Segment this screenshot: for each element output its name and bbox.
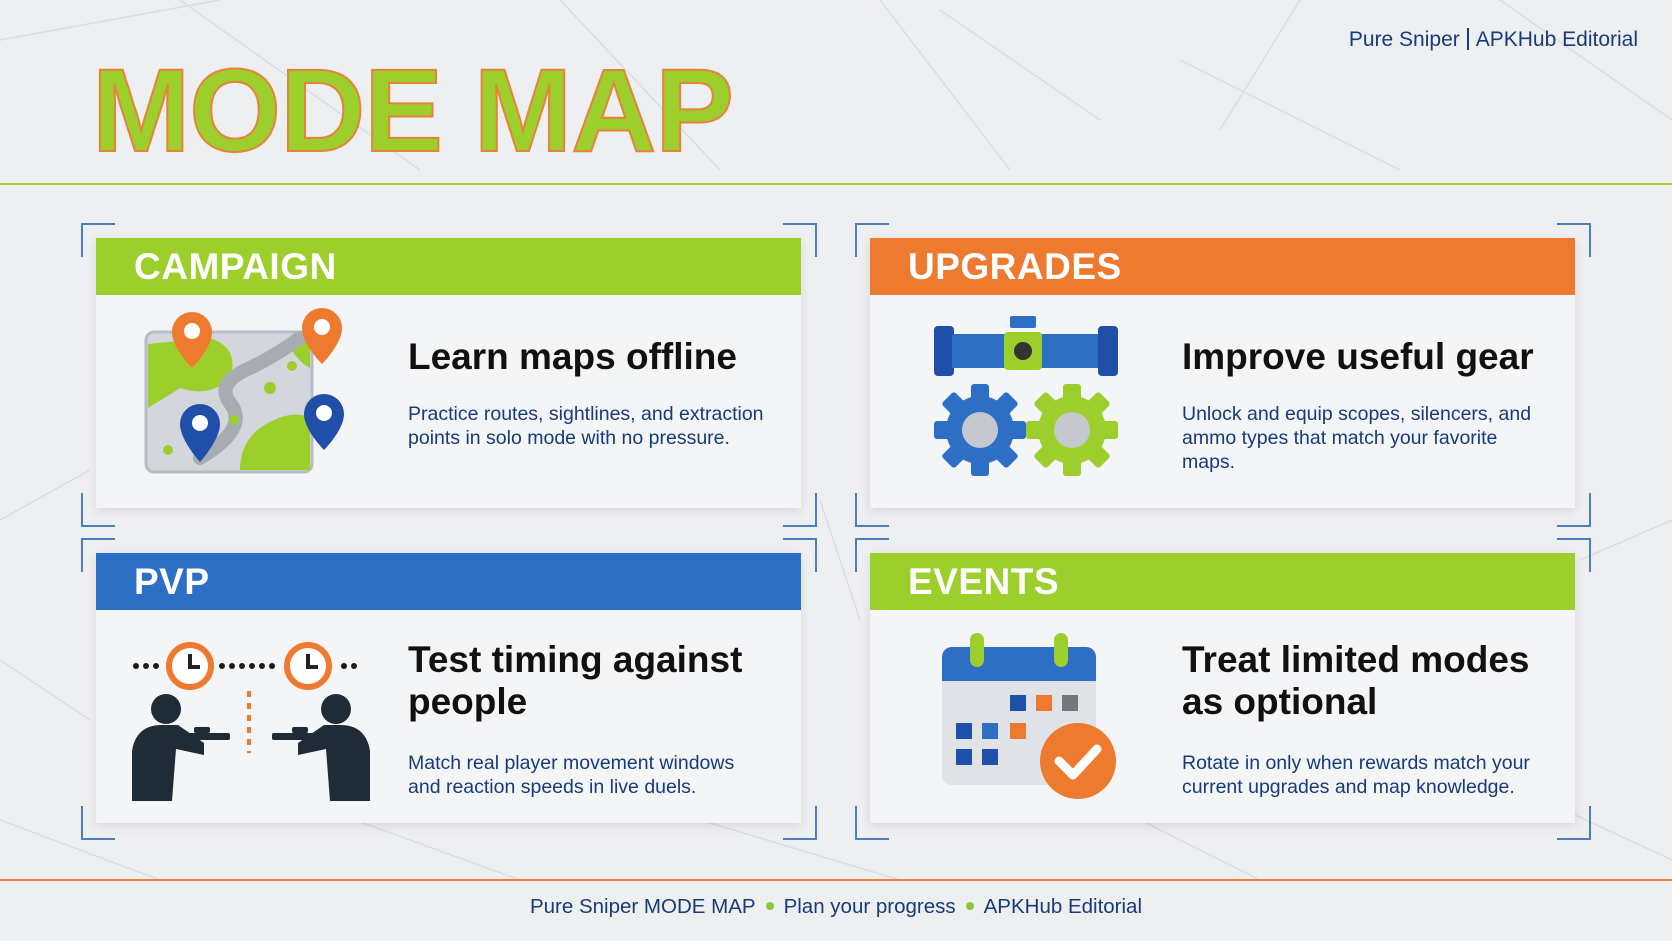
brand-name: Pure Sniper: [1348, 28, 1460, 51]
card-description-campaign: Practice routes, sightlines, and extract…: [408, 403, 764, 449]
calendar-check-icon: [942, 633, 1116, 799]
card-headline-events: Treat limited modes as optional: [1182, 639, 1530, 722]
footer-publisher: APKHub Editorial: [983, 895, 1143, 918]
scope-gears-icon: [934, 316, 1118, 476]
card-pvp: PVP Test timing against people Match rea…: [96, 553, 801, 823]
card-upgrades: UPGRADES I: [870, 238, 1575, 508]
duel-timers-icon: [132, 642, 370, 801]
brand-separator: [1466, 28, 1469, 50]
footer-dot: [965, 902, 974, 910]
footer-dot: [765, 902, 774, 910]
publisher-name: APKHub Editorial: [1475, 28, 1638, 51]
card-events: EVENTS Treat limited modes as optional R…: [870, 553, 1575, 823]
card-label-campaign: CAMPAIGN: [96, 238, 801, 295]
card-label-upgrades: UPGRADES: [870, 238, 1575, 295]
card-campaign: CAMPAIGN Learn maps offline Practice rou…: [96, 238, 801, 508]
footer-divider: [0, 879, 1672, 881]
page-title: MODE MAP: [91, 45, 735, 177]
card-description-upgrades: Unlock and equip scopes, silencers, and …: [1182, 403, 1532, 473]
brand-credit: Pure Sniper APKHub Editorial: [1349, 28, 1638, 52]
card-headline-pvp: Test timing against people: [408, 639, 743, 722]
card-description-events: Rotate in only when rewards match your c…: [1182, 752, 1530, 798]
card-description-pvp: Match real player movement windows and r…: [408, 752, 735, 798]
map-pins-icon: [144, 308, 344, 474]
footer-title: Pure Sniper MODE MAP: [529, 895, 756, 918]
card-headline-campaign: Learn maps offline: [408, 336, 737, 377]
card-label-events: EVENTS: [870, 553, 1575, 610]
card-label-pvp: PVP: [96, 553, 801, 610]
card-headline-upgrades: Improve useful gear: [1182, 336, 1534, 377]
header-divider: [0, 183, 1672, 185]
footer: Pure Sniper MODE MAP Plan your progress AP…: [0, 895, 1672, 919]
footer-tagline: Plan your progress: [783, 895, 956, 918]
